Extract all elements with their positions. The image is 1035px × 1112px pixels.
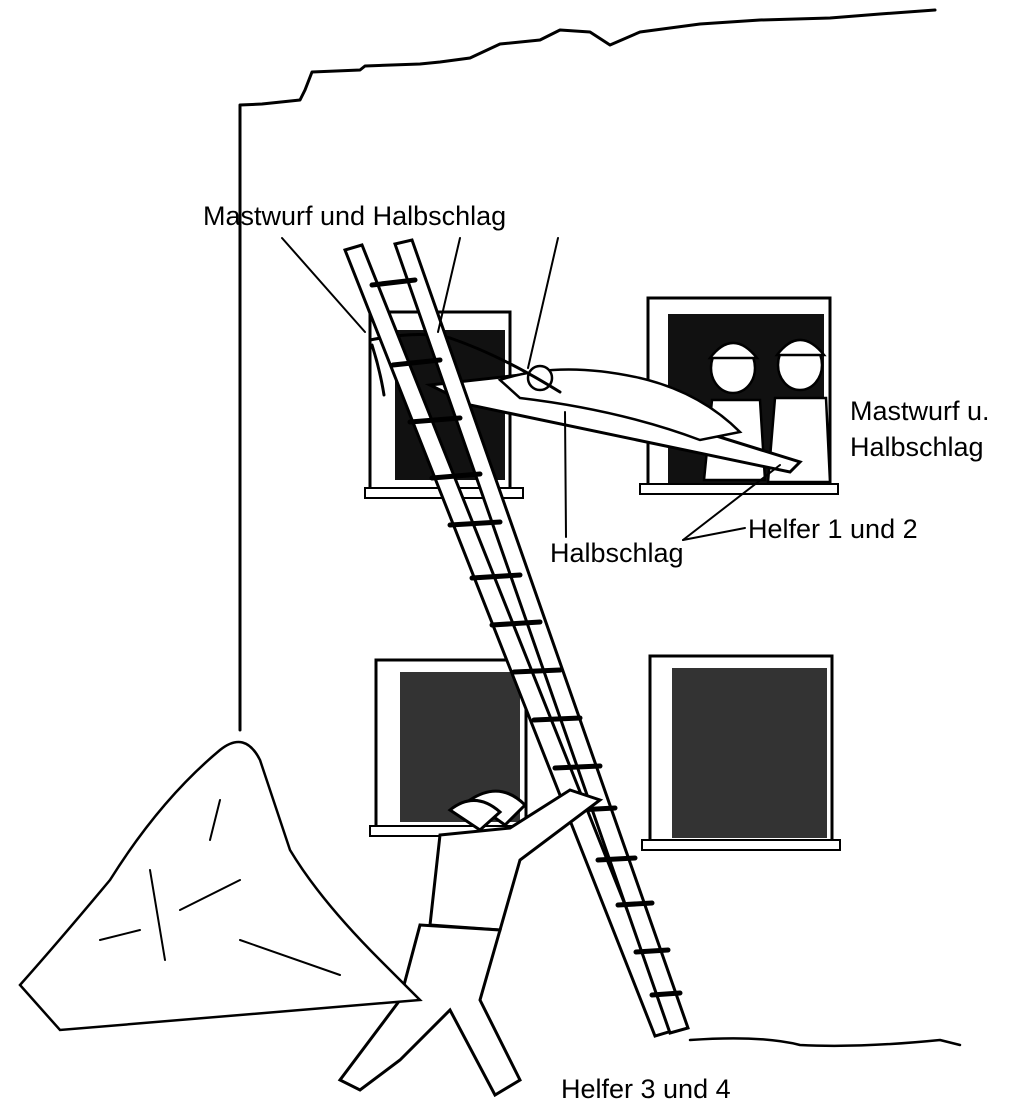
label-helpers-bottom: Helfer 3 und 4 bbox=[561, 1074, 731, 1105]
rubble bbox=[20, 742, 420, 1030]
ladder bbox=[345, 240, 688, 1036]
label-helpers-top: Helfer 1 und 2 bbox=[748, 514, 918, 545]
label-top-knot: Mastwurf und Halbschlag bbox=[203, 201, 506, 232]
window-lower-right bbox=[642, 656, 840, 850]
label-right-knot-line2: Halbschlag bbox=[850, 432, 984, 463]
label-half-hitch: Halbschlag bbox=[550, 538, 684, 569]
label-right-knot-line1: Mastwurf u. bbox=[850, 396, 990, 427]
ground bbox=[690, 1038, 960, 1045]
